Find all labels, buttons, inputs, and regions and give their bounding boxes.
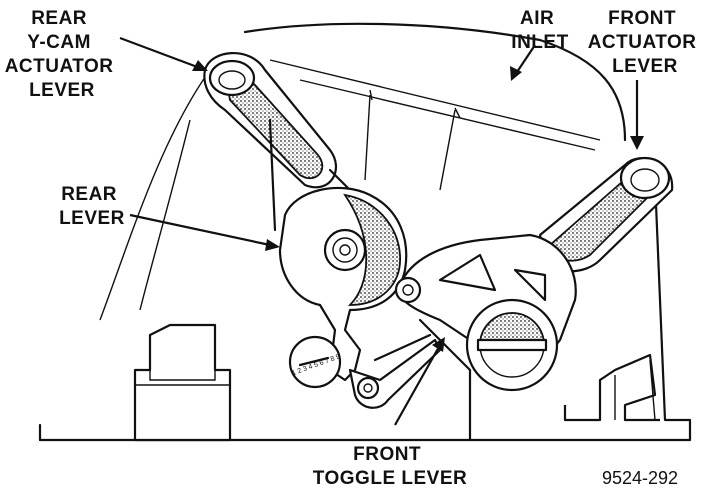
label-line: TOGGLE LEVER	[313, 468, 468, 489]
leader-front-actuator	[630, 80, 644, 150]
front-toggle-lever	[348, 333, 442, 409]
label-line: FRONT	[608, 8, 676, 29]
leader-air-inlet	[510, 44, 536, 81]
rear-ycam-actuator-lever	[203, 52, 362, 232]
toggle-bracket	[394, 233, 577, 442]
label-front-actuator-lever: FRONT ACTUATOR LEVER	[588, 8, 703, 77]
label-line: ACTUATOR	[588, 32, 697, 53]
leader-rear-lever	[129, 213, 280, 251]
label-line: REAR	[31, 8, 87, 29]
label-line: AIR	[520, 8, 554, 29]
left-mounting-block	[133, 323, 232, 442]
label-front-toggle-lever: FRONT TOGGLE LEVER	[313, 444, 468, 489]
label-line: ACTUATOR	[5, 56, 114, 77]
figure-number: 9524-292	[602, 468, 678, 488]
label-rear-ycam-actuator-lever: REAR Y-CAM ACTUATOR LEVER	[5, 8, 120, 101]
dial: 1 2 3 4 5 6 7 8 9	[288, 335, 341, 389]
leader-rear-ycam	[119, 36, 208, 71]
label-line: LEVER	[59, 208, 125, 229]
label-line: Y-CAM	[27, 32, 91, 53]
right-bracket	[563, 353, 660, 422]
leader-front-toggle	[394, 337, 445, 426]
label-line: LEVER	[29, 80, 95, 101]
label-line: INLET	[511, 32, 568, 53]
label-line: FRONT	[353, 444, 421, 465]
label-rear-lever: REAR LEVER	[59, 184, 125, 229]
label-line: REAR	[61, 184, 117, 205]
label-air-inlet: AIR INLET	[511, 8, 568, 53]
housing	[38, 22, 692, 442]
air-inlet-ribs	[369, 89, 461, 119]
label-line: LEVER	[612, 56, 678, 77]
rear-lever	[278, 186, 408, 382]
